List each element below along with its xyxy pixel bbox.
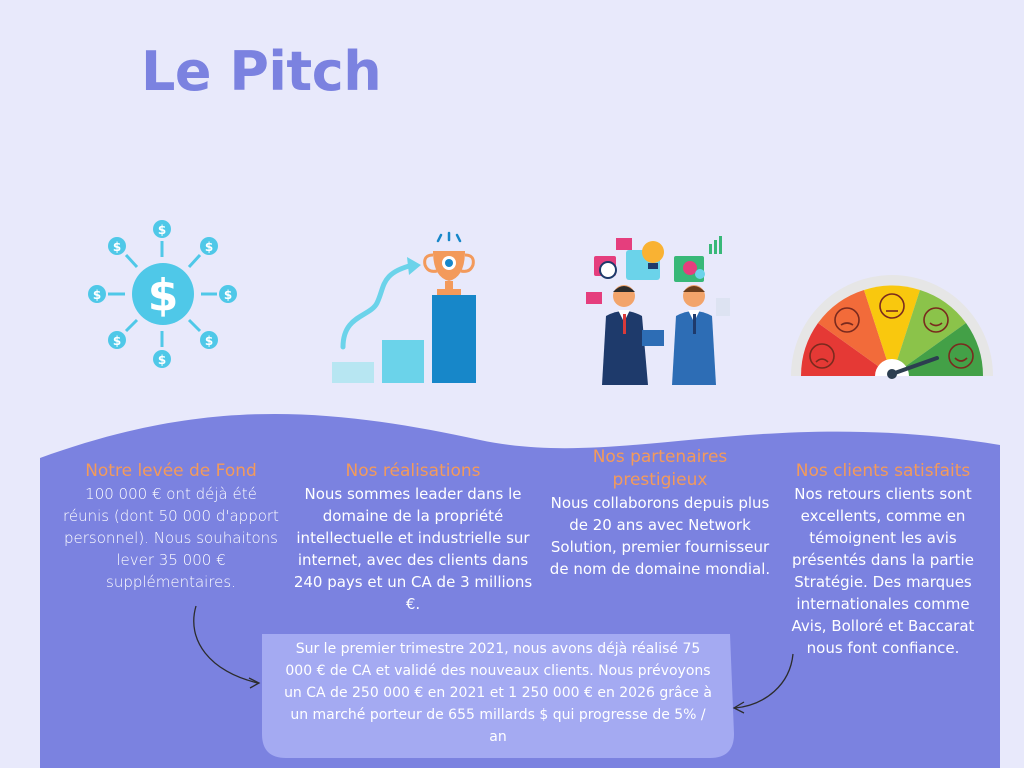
partners-handshake-icon: [586, 236, 730, 385]
section-text: Nous sommes leader dans le domaine de la…: [293, 485, 533, 613]
svg-text:$: $: [205, 334, 213, 348]
section-achievements: Nos réalisations Nous sommes leader dans…: [292, 460, 534, 615]
svg-text:$: $: [113, 334, 121, 348]
svg-text:$: $: [93, 288, 101, 302]
section-partners: Nos partenaires prestigieux Nous collabo…: [544, 446, 776, 580]
growth-trophy-icon: [332, 231, 476, 383]
section-heading: Nos partenaires prestigieux: [592, 447, 728, 490]
section-heading: Nos clients satisfaits: [795, 461, 971, 481]
section-text: Nos retours clients sont excellents, com…: [791, 485, 975, 657]
section-text: Nous collaborons depuis plus de 20 ans a…: [549, 494, 771, 578]
svg-text:$: $: [158, 353, 166, 367]
section-clients: Nos clients satisfaits Nos retours clien…: [782, 460, 984, 659]
svg-text:$: $: [148, 270, 179, 321]
page-title: Le Pitch: [141, 40, 382, 103]
svg-text:$: $: [158, 223, 166, 237]
section-heading: Nos réalisations: [345, 461, 481, 481]
svg-text:$: $: [113, 240, 121, 254]
fundraising-dollar-icon: $ $ $ $ $ $ $ $ $: [88, 220, 237, 368]
satisfaction-gauge-icon: [791, 275, 993, 379]
svg-text:$: $: [224, 288, 232, 302]
summary-text: Sur le premier trimestre 2021, nous avon…: [284, 641, 712, 745]
svg-text:$: $: [205, 240, 213, 254]
summary-box: Sur le premier trimestre 2021, nous avon…: [262, 634, 734, 758]
section-fundraising: Notre levée de Fond 100 000 € ont déjà é…: [60, 460, 282, 593]
section-heading: Notre levée de Fond: [85, 461, 257, 481]
section-text: 100 000 € ont déjà été réunis (dont 50 0…: [63, 485, 279, 591]
